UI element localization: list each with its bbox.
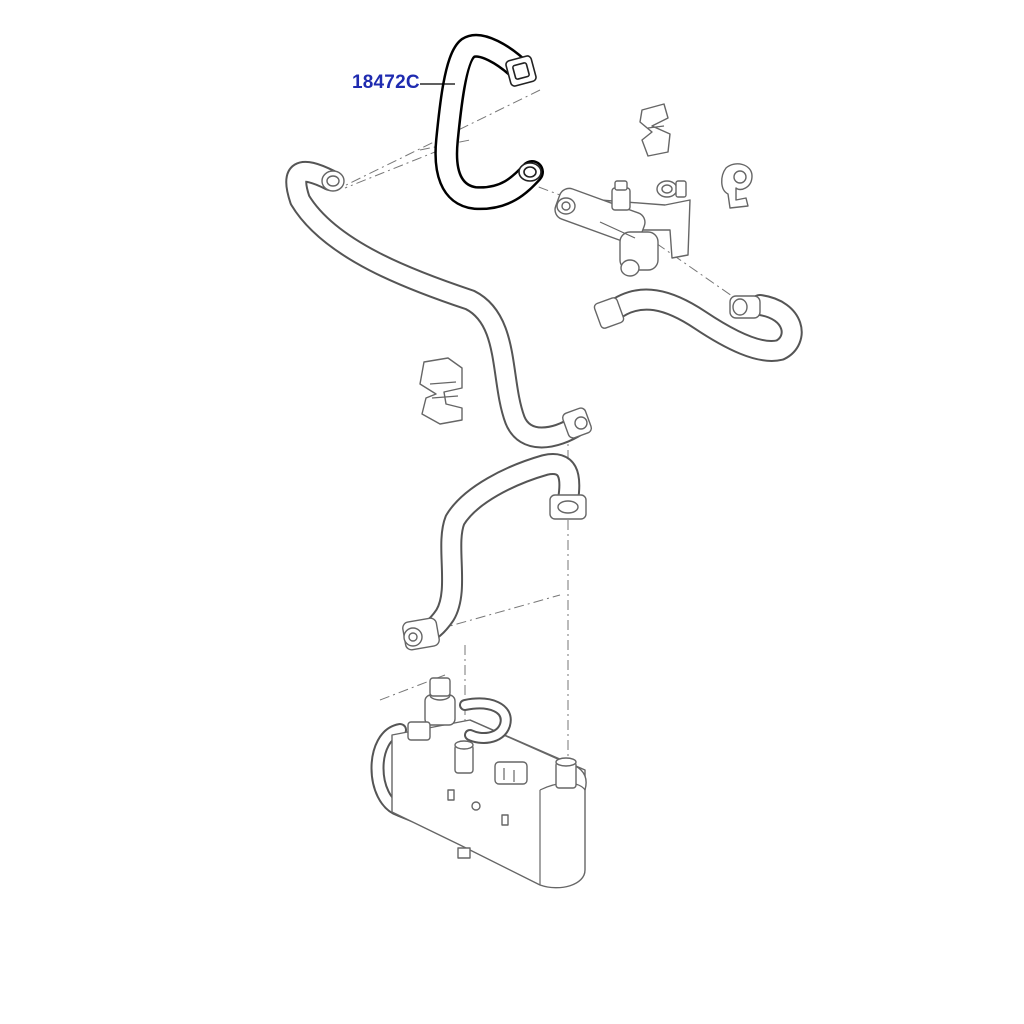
highlighted-hose-18472c[interactable] <box>434 33 544 211</box>
part-number-callout[interactable]: 18472C <box>352 72 420 93</box>
long-left-hose[interactable] <box>285 160 593 449</box>
clip-far-right[interactable] <box>721 163 753 209</box>
valve-bracket-assembly[interactable] <box>552 180 691 277</box>
heater-unit[interactable] <box>370 677 587 889</box>
right-hose[interactable] <box>593 288 803 362</box>
middle-hose[interactable] <box>402 453 587 651</box>
clip-middle-left[interactable] <box>419 357 463 425</box>
clip-top-right[interactable] <box>639 103 671 157</box>
